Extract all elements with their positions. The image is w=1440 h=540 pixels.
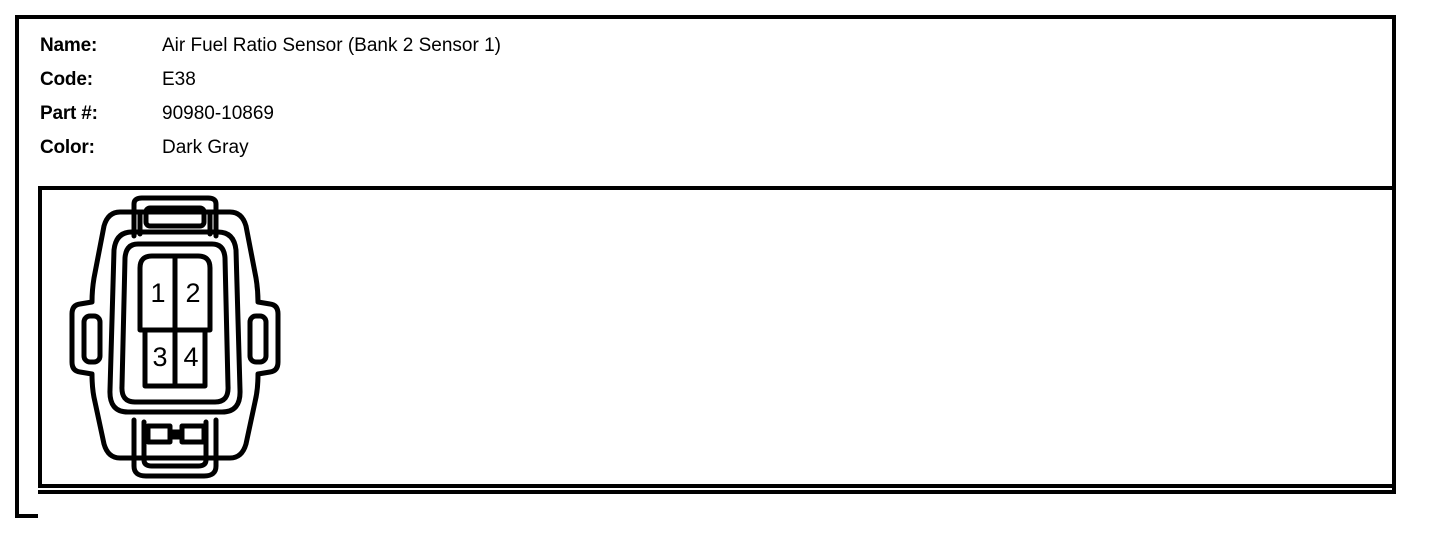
connector-inner-rim [119,241,231,405]
spec-value-color: Dark Gray [162,137,249,158]
connector-face-drawing: 1 2 3 4 [60,194,290,484]
cavity-row-top [137,253,213,333]
spec-label-part-number: Part #: [40,103,98,124]
pin-number-4: 4 [183,342,198,372]
bottom-tab-slot-center [167,429,185,440]
spec-label-code: Code: [40,69,93,90]
bottom-tab-outer [131,417,219,479]
top-latch-inner-bar [143,205,207,229]
bottom-strip-row [38,490,1396,518]
spec-row-name: Name: Air Fuel Ratio Sensor (Bank 2 Sens… [40,29,840,63]
pin-number-1: 1 [150,278,165,308]
connector-outer-shell [69,209,281,461]
connector-icon: 1 2 3 4 [69,195,281,479]
spec-table: Name: Air Fuel Ratio Sensor (Bank 2 Sens… [40,29,840,165]
connector-diagram-box: 1 2 3 4 [38,186,1396,488]
connector-inner-housing [107,229,243,415]
spec-row-part-number: Part #: 90980-10869 [40,97,840,131]
spec-value-code: E38 [162,69,196,90]
connector-spec-sheet: Name: Air Fuel Ratio Sensor (Bank 2 Sens… [15,15,1396,518]
spec-value-part-number: 90980-10869 [162,103,274,124]
top-latch-outer [131,195,219,239]
bottom-tab-slot-right [179,423,207,445]
spec-value-name: Air Fuel Ratio Sensor (Bank 2 Sensor 1) [162,35,501,56]
spec-label-name: Name: [40,35,98,56]
left-wing-slot [81,313,103,365]
bottom-tab-slot-left [145,423,173,445]
spec-label-color: Color: [40,137,95,158]
spec-row-color: Color: Dark Gray [40,131,840,165]
pin-number-3: 3 [152,342,167,372]
spec-row-code: Code: E38 [40,63,840,97]
bottom-tab-inner [141,419,209,469]
pin-number-2: 2 [185,278,200,308]
connector-outline-group [69,195,281,479]
right-wing-slot [247,313,269,365]
